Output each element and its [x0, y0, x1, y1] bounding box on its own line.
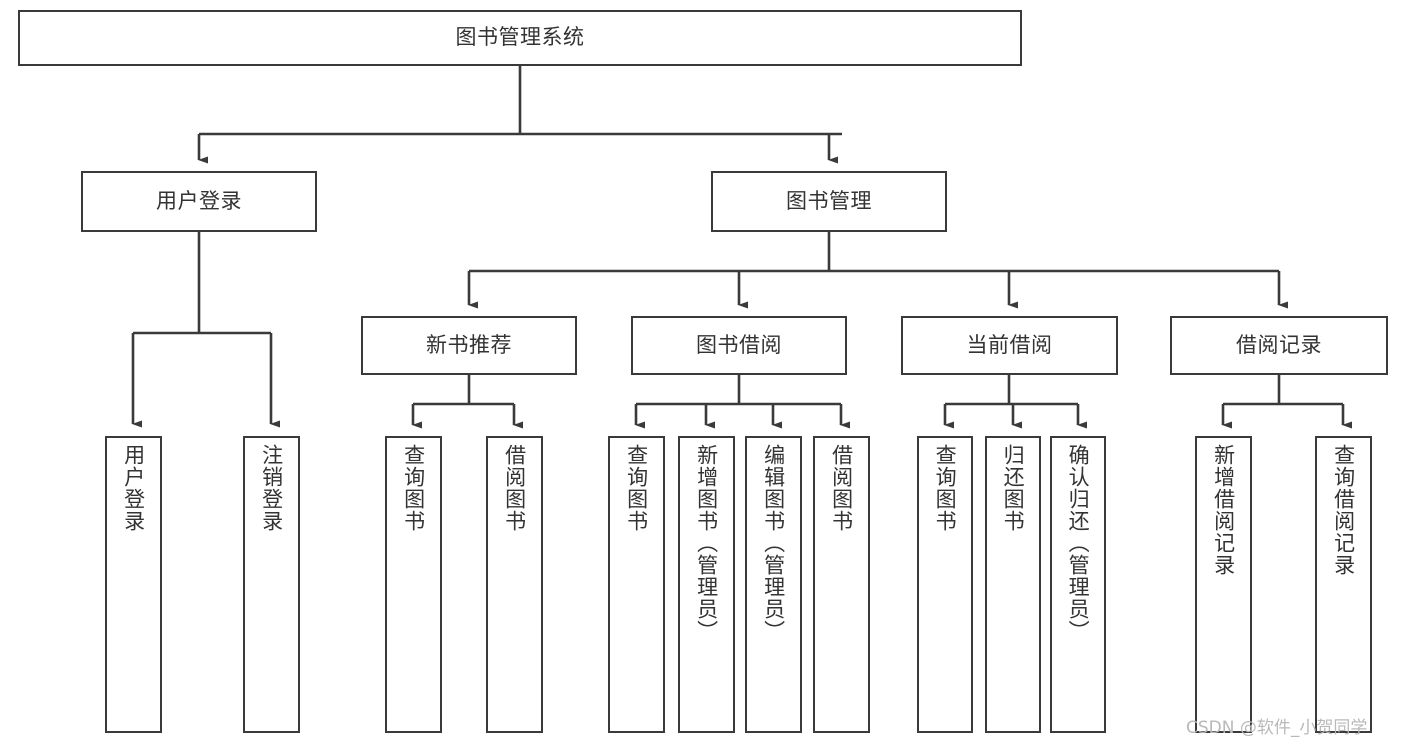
leaf-query-book-2-label: 查询图书 [624, 444, 649, 532]
node-borrow-record-label: 借阅记录 [1236, 332, 1322, 357]
leaf-query-book-2[interactable]: 查询图书 [608, 436, 665, 733]
leaf-add-book[interactable]: 新增图书（管理员） [678, 436, 735, 733]
leaf-edit-book-label: 编辑图书（管理员） [761, 444, 786, 642]
node-new-book-recommend[interactable]: 新书推荐 [361, 316, 577, 375]
edges-borrow-record-to-leaves [1221, 375, 1352, 429]
edges-new-book-recommend-to-leaves [411, 375, 523, 429]
edges-current-borrow-to-leaves [943, 375, 1087, 429]
node-root[interactable]: 图书管理系统 [18, 10, 1022, 66]
node-root-label: 图书管理系统 [455, 25, 585, 50]
leaf-query-book-1[interactable]: 查询图书 [385, 436, 442, 733]
leaf-add-book-label: 新增图书（管理员） [694, 444, 719, 642]
edges-book-borrow-to-leaves [634, 375, 850, 429]
leaf-return-book-label: 归还图书 [1001, 444, 1026, 532]
node-book-borrow-label: 图书借阅 [696, 332, 782, 357]
leaf-logout[interactable]: 注销登录 [243, 436, 300, 733]
leaf-query-book-3[interactable]: 查询图书 [917, 436, 973, 733]
leaf-borrow-book-2-label: 借阅图书 [829, 444, 854, 532]
node-current-borrow[interactable]: 当前借阅 [901, 316, 1118, 375]
csdn-watermark: CSDN @软件_小贺同学 [1186, 718, 1368, 738]
leaf-edit-book[interactable]: 编辑图书（管理员） [745, 436, 802, 733]
leaf-borrow-book-2[interactable]: 借阅图书 [813, 436, 870, 733]
edges-book-management-to-level3 [467, 232, 1288, 309]
leaf-user-login[interactable]: 用户登录 [105, 436, 162, 733]
leaf-add-record-label: 新增借阅记录 [1211, 444, 1236, 576]
leaf-query-book-1-label: 查询图书 [401, 444, 426, 532]
node-book-borrow[interactable]: 图书借阅 [631, 316, 847, 375]
leaf-query-book-3-label: 查询图书 [933, 444, 958, 532]
leaf-confirm-return[interactable]: 确认归还（管理员） [1050, 436, 1106, 733]
node-borrow-record[interactable]: 借阅记录 [1170, 316, 1388, 375]
node-user-login[interactable]: 用户登录 [81, 171, 317, 232]
leaf-return-book[interactable]: 归还图书 [985, 436, 1041, 733]
node-book-management-label: 图书管理 [786, 188, 872, 213]
node-new-book-recommend-label: 新书推荐 [426, 332, 512, 357]
node-book-management[interactable]: 图书管理 [711, 171, 947, 232]
edges-user-login-to-leaves [131, 232, 280, 428]
leaf-confirm-return-label: 确认归还（管理员） [1066, 444, 1091, 642]
leaf-query-record[interactable]: 查询借阅记录 [1315, 436, 1372, 733]
leaf-logout-label: 注销登录 [259, 444, 284, 532]
leaf-user-login-label: 用户登录 [121, 444, 146, 532]
node-current-borrow-label: 当前借阅 [966, 332, 1053, 357]
leaf-borrow-book-1[interactable]: 借阅图书 [486, 436, 543, 733]
node-user-login-label: 用户登录 [156, 188, 242, 213]
edges-root-to-level2 [197, 66, 842, 164]
leaf-add-record[interactable]: 新增借阅记录 [1195, 436, 1252, 733]
leaf-query-record-label: 查询借阅记录 [1331, 444, 1356, 576]
leaf-borrow-book-1-label: 借阅图书 [502, 444, 527, 532]
